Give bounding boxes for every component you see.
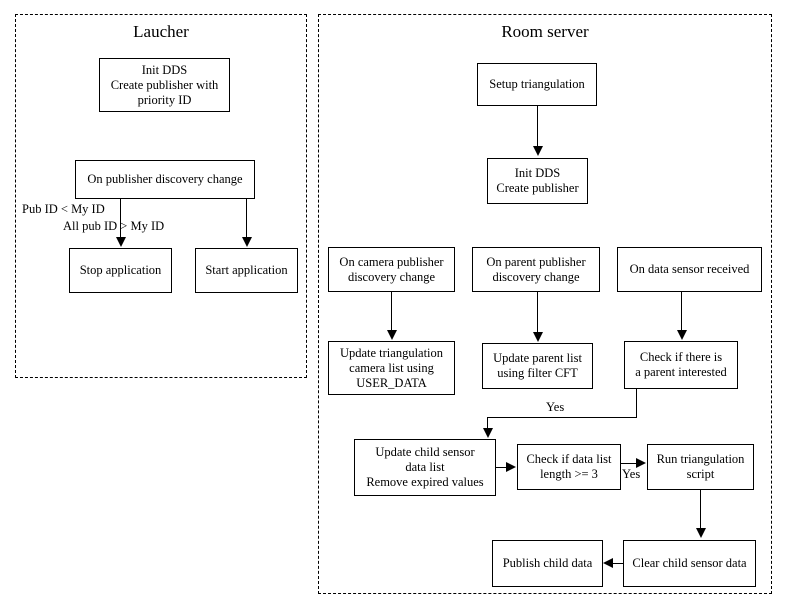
arrowhead-update-child-sensor-data-list [482,428,493,438]
node-on-publisher-discovery-change: On publisher discovery change [75,160,255,199]
arrowhead-clear-child-sensor-data [695,528,706,538]
node-check-parent-interested: Check if there is a parent interested [624,341,738,389]
panel-room-server-title: Room server [501,22,589,41]
panel-room-server [318,14,772,594]
node-check-parent-interested-label: Check if there is a parent interested [635,350,727,379]
node-on-publisher-discovery-change-label: On publisher discovery change [87,172,243,186]
edge-label-yes-parent-interested: Yes [546,400,565,414]
connector-update-child-to-check-length [496,467,507,468]
node-on-data-sensor-received: On data sensor received [617,247,762,292]
panel-launcher-title: Laucher [133,22,189,41]
connector-camera-event-to-update-camera-list [391,292,392,332]
connector-setup-to-init-dds [537,106,538,148]
node-stop-application-label: Stop application [79,263,162,277]
node-update-triangulation-camera-list-label: Update triangulation camera list using U… [339,345,444,390]
node-init-dds-pub-priority: Init DDS Create publisher with priority … [99,58,230,112]
node-on-parent-publisher-discovery-change: On parent publisher discovery change [472,247,600,292]
connector-sensor-event-to-check-parent [681,292,682,332]
node-init-dds-pub-priority-label: Init DDS Create publisher with priority … [110,62,219,107]
edge-label-yes-data-list-length: Yes [622,467,641,481]
node-clear-child-sensor-data-label: Clear child sensor data [632,556,747,570]
edge-label-all-pub-id-gt-my-id: All pub ID > My ID [63,219,165,233]
node-update-triangulation-camera-list: Update triangulation camera list using U… [328,341,455,395]
arrowhead-update-parent-list [532,332,543,342]
node-update-parent-list: Update parent list using filter CFT [482,343,593,389]
arrowhead-init-dds [532,146,543,156]
arrowhead-check-data-list-length [506,462,516,472]
connector-clear-data-to-publish [613,563,624,564]
node-on-camera-publisher-discovery-change-label: On camera publisher discovery change [339,254,444,284]
connector-run-script-to-clear-data [700,490,701,530]
node-clear-child-sensor-data: Clear child sensor data [623,540,756,587]
arrowhead-publish-child-data [603,558,613,568]
node-run-triangulation-script-label: Run triangulation script [656,452,745,481]
node-setup-triangulation: Setup triangulation [477,63,597,106]
arrowhead-start-application [241,237,252,247]
arrowhead-run-triangulation-script [636,458,646,468]
connector-check-length-to-run-script [621,463,637,464]
node-on-parent-publisher-discovery-change-label: On parent publisher discovery change [486,254,586,284]
node-init-dds-create-publisher: Init DDS Create publisher [487,158,588,204]
connector-yes-parent-segment-down [636,389,637,418]
node-publish-child-data: Publish child data [492,540,603,587]
node-stop-application: Stop application [69,248,172,293]
panel-launcher [15,14,307,378]
arrowhead-check-parent-interested [676,330,687,340]
edge-label-pub-id-lt-my-id: Pub ID < My ID [22,202,105,216]
node-update-child-sensor-data-list-label: Update child sensor data list Remove exp… [366,445,484,489]
arrowhead-stop-application [115,237,126,247]
node-check-data-list-length: Check if data list length >= 3 [517,444,621,490]
node-start-application: Start application [195,248,298,293]
connector-parent-event-to-update-parent-list [537,292,538,333]
node-init-dds-create-publisher-label: Init DDS Create publisher [496,166,579,195]
node-update-child-sensor-data-list: Update child sensor data list Remove exp… [354,439,496,496]
node-publish-child-data-label: Publish child data [502,556,593,570]
node-run-triangulation-script: Run triangulation script [647,444,754,490]
node-on-data-sensor-received-label: On data sensor received [629,262,750,276]
node-on-camera-publisher-discovery-change: On camera publisher discovery change [328,247,455,292]
connector-yes-parent-segment-down2 [487,417,488,430]
connector-pub-discovery-to-start [246,199,247,239]
connector-yes-parent-segment-left [487,417,637,418]
node-check-data-list-length-label: Check if data list length >= 3 [526,452,612,481]
node-setup-triangulation-label: Setup triangulation [489,77,585,91]
arrowhead-update-triangulation-camera-list [386,330,397,340]
node-start-application-label: Start application [205,263,288,277]
node-update-parent-list-label: Update parent list using filter CFT [493,351,582,380]
connector-pub-discovery-to-stop [120,199,121,239]
